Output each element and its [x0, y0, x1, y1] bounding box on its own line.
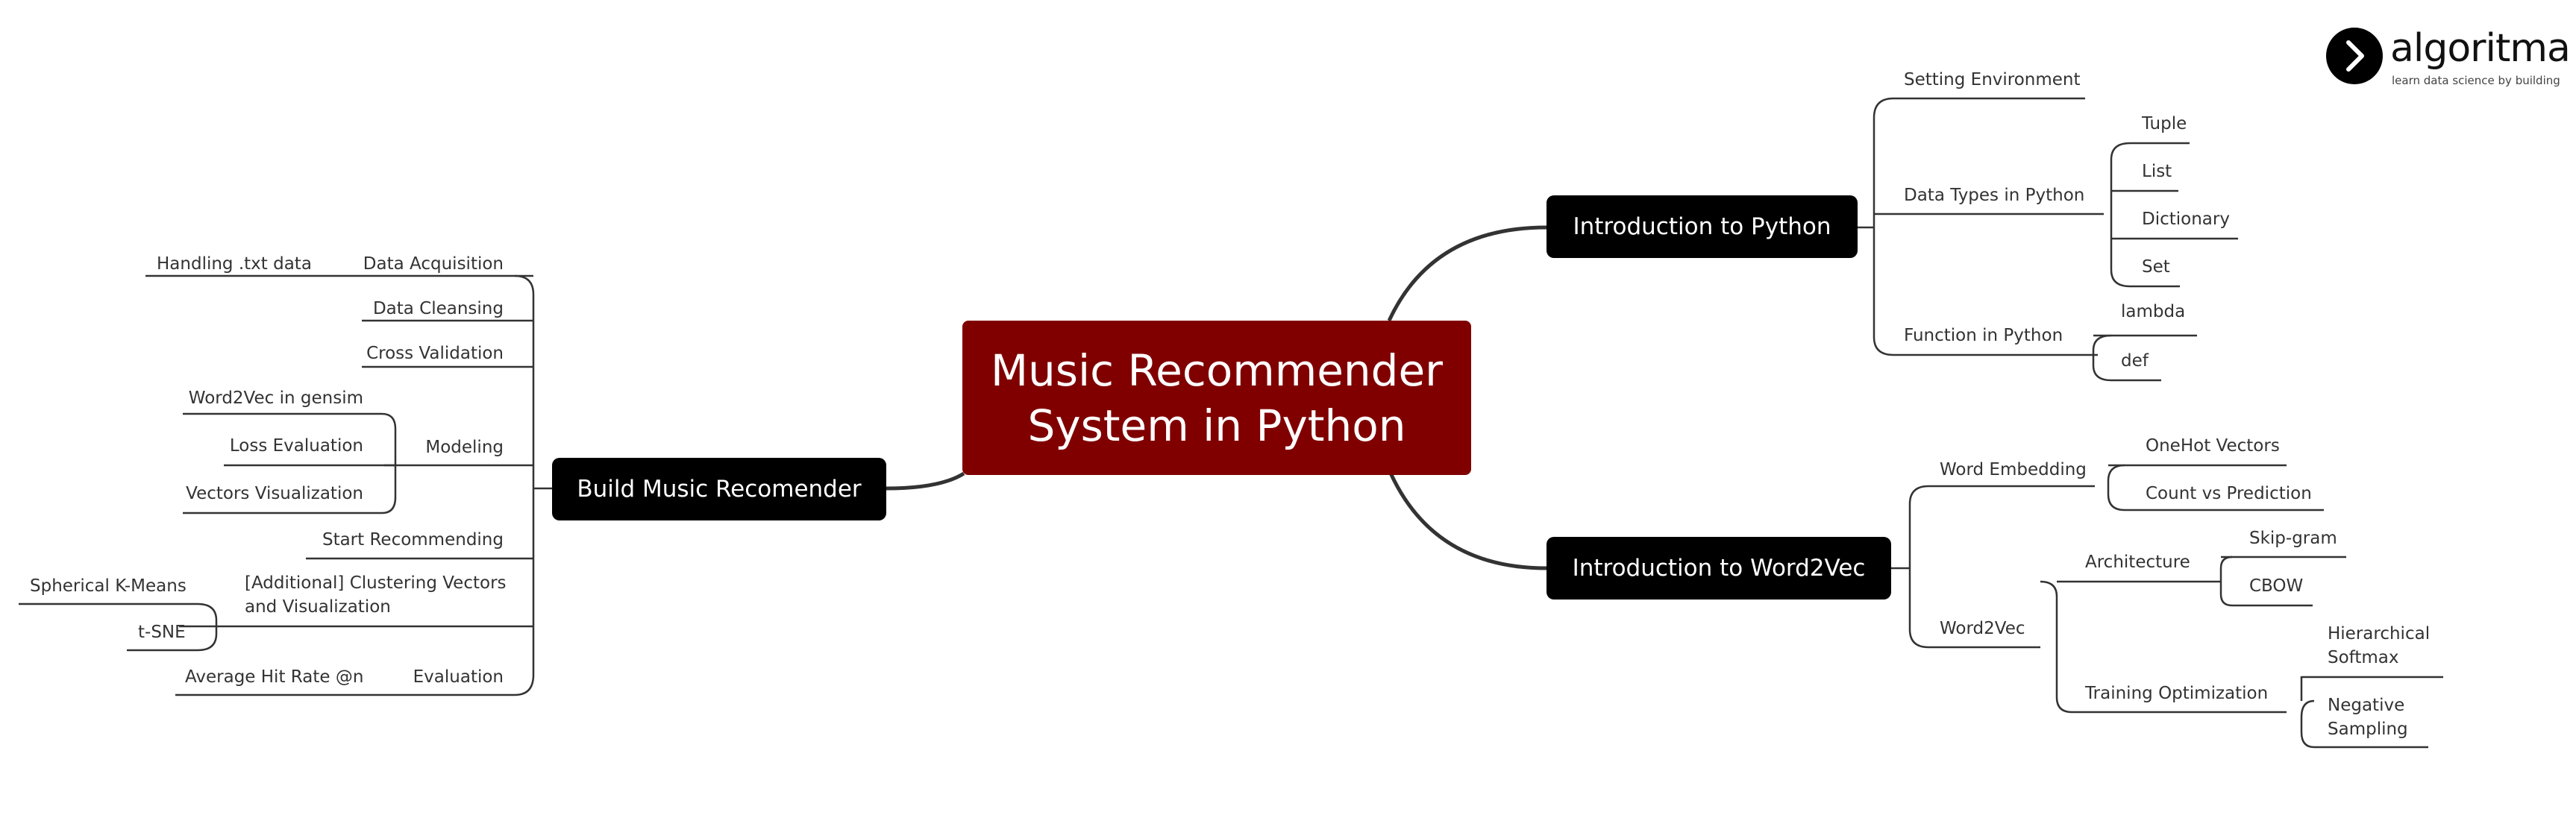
central-topic[interactable]: Music Recommender System in Python [962, 321, 1471, 475]
node-dictionary[interactable]: Dictionary [2142, 210, 2230, 229]
node-training-optimization[interactable]: Training Optimization [2085, 684, 2269, 703]
topic-label: Build Music Recomender [577, 476, 862, 503]
node-handling-txt-data[interactable]: Handling .txt data [157, 254, 312, 274]
connector-central-word2vec [1387, 468, 1547, 570]
topic-introduction-to-python[interactable]: Introduction to Python [1546, 195, 1858, 258]
algoritma-logo: algoritma learn data science by building [2326, 26, 2571, 90]
node-word2vec[interactable]: Word2Vec [1940, 619, 2025, 638]
python-subtree [1858, 97, 2238, 382]
node-lambda[interactable]: lambda [2121, 302, 2186, 321]
node-cbow[interactable]: CBOW [2249, 576, 2304, 596]
node-start-recommending[interactable]: Start Recommending [322, 530, 504, 550]
node-negative-sampling[interactable]: Negative Sampling [2328, 696, 2408, 739]
node-word-embedding[interactable]: Word Embedding [1940, 460, 2087, 479]
connector-central-build [886, 471, 965, 491]
topic-label: Introduction to Python [1573, 213, 1831, 240]
node-data-cleansing[interactable]: Data Cleansing [372, 299, 504, 318]
node-t-sne[interactable]: t-SNE [138, 623, 186, 642]
topic-label: Introduction to Word2Vec [1572, 555, 1866, 582]
node-loss-evaluation[interactable]: Loss Evaluation [229, 436, 363, 456]
node-vectors-visualization[interactable]: Vectors Visualization [186, 484, 363, 503]
logo-name: algoritma [2390, 26, 2571, 71]
node-average-hit-rate[interactable]: Average Hit Rate @n [185, 667, 364, 687]
node-data-acquisition[interactable]: Data Acquisition [363, 254, 504, 274]
node-cross-validation[interactable]: Cross Validation [366, 344, 504, 363]
node-function-in-python[interactable]: Function in Python [1904, 326, 2063, 345]
node-spherical-k-means[interactable]: Spherical K-Means [30, 576, 187, 596]
node-list[interactable]: List [2142, 162, 2172, 181]
chevron-right-icon [2346, 40, 2364, 72]
node-skip-gram[interactable]: Skip-gram [2249, 529, 2337, 548]
node-data-types[interactable]: Data Types in Python [1904, 186, 2085, 205]
logo-circle [2326, 28, 2383, 84]
node-onehot-vectors[interactable]: OneHot Vectors [2146, 436, 2280, 456]
node-count-vs-prediction[interactable]: Count vs Prediction [2146, 484, 2312, 503]
node-architecture[interactable]: Architecture [2085, 553, 2190, 572]
node-hierarchical-softmax[interactable]: Hierarchical Softmax [2328, 624, 2431, 667]
node-def[interactable]: def [2121, 351, 2149, 371]
node-tuple[interactable]: Tuple [2142, 114, 2187, 133]
topic-introduction-to-word2vec[interactable]: Introduction to Word2Vec [1546, 537, 1891, 600]
connector-central-python [1387, 225, 1547, 322]
topic-build-music-recomender[interactable]: Build Music Recomender [552, 458, 886, 520]
node-setting-environment[interactable]: Setting Environment [1904, 70, 2081, 89]
node-modeling[interactable]: Modeling [425, 438, 504, 457]
node-word2vec-in-gensim[interactable]: Word2Vec in gensim [188, 388, 363, 408]
build-subtree [19, 274, 886, 696]
central-topic-label: Music Recommender System in Python [991, 344, 1443, 451]
word2vec-subtree [1891, 464, 2443, 749]
node-clustering-vectors[interactable]: [Additional] Clustering Vectors and Visu… [245, 573, 507, 617]
logo-tagline: learn data science by building [2392, 74, 2560, 87]
node-evaluation[interactable]: Evaluation [413, 667, 504, 687]
node-set[interactable]: Set [2142, 257, 2170, 277]
